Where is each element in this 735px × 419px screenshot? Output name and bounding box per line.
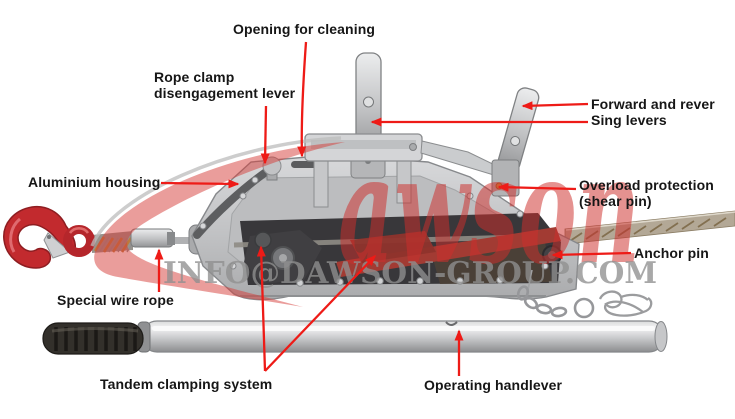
watermark-red-swoosh [94,142,345,307]
hook-safety-latch [43,232,71,259]
label-tandem-clamping-system: Tandem clamping system [100,376,273,392]
operating-handle [42,320,668,355]
label-rope-clamp-lever: Rope clamp disengagement lever [154,69,296,102]
arrow-aluminium-housing [160,179,240,189]
wire-rope-right [564,210,735,245]
arrow-overload-protection [497,182,577,192]
label-overload-protection: Overload protection (shear pin) [579,177,714,210]
label-operating-handlever: Operating handlever [424,377,563,393]
arrow-tandem-right [264,254,377,372]
handle-tube [141,320,665,353]
cleaning-opening-slot [291,161,319,168]
label-opening-for-cleaning: Opening for cleaning [233,21,376,37]
arrow-anchor-pin [551,250,632,260]
watermark-email-text: INFO@DAWSON-GROUP.COM [163,256,657,291]
arrow-rope-clamp-lever [260,105,270,165]
top-anchor-bracket [304,133,500,208]
hoist-device [3,52,735,355]
chain-ring [573,297,595,319]
label-aluminium-housing: Aluminium housing [28,174,161,190]
watermark-brand-text: awson [338,122,640,298]
label-special-wire-rope: Special wire rope [57,292,174,308]
arrow-reversing-lever [521,101,589,111]
internal-red-rod [336,227,561,277]
watermark-gray-swoosh [90,136,342,247]
arrow-tandem-left [256,245,267,372]
label-forward-reversing-levers: Forward and rever Sing levers [591,96,715,129]
anchor-pin-chain [516,269,653,319]
r-clip-pin [598,290,653,317]
label-anchor-pin: Anchor pin [634,245,709,261]
watermark: awson INFO@DAWSON-GROUP.COM [90,122,657,307]
annotation-arrows [154,41,632,376]
safety-hook [3,205,77,269]
hook-and-rope-assembly [3,205,193,269]
swage-sleeve [130,228,174,248]
arrow-opening-for-cleaning [297,41,308,158]
